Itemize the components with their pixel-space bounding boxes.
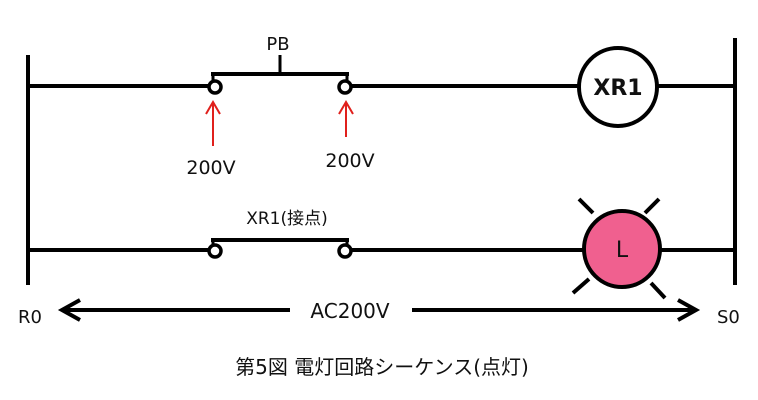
- xr1-contact: [207, 238, 353, 259]
- pb-terminal-right: [337, 79, 353, 95]
- xr1-coil: [577, 46, 659, 128]
- pushbutton-pb: [207, 55, 353, 95]
- xr1-contact-terminal-left: [207, 243, 223, 259]
- voltage-label-left: 200V: [186, 157, 235, 179]
- ac-voltage-label: AC200V: [310, 299, 389, 323]
- pb-terminal-left: [207, 79, 223, 95]
- xr1-contact-terminal-right: [337, 243, 353, 259]
- measurement-arrow-left: [205, 100, 221, 146]
- ac-voltage-arrow: [57, 298, 701, 322]
- voltage-label-right: 200V: [325, 150, 374, 172]
- lamp-rays: [571, 197, 667, 300]
- xr1-contact-label: XR1(接点): [246, 209, 328, 229]
- figure-caption: 第5図 電灯回路シーケンス(点灯): [235, 355, 529, 379]
- s0-label: S0: [717, 307, 740, 328]
- lamp-label: L: [616, 238, 629, 263]
- lamp-l: [582, 209, 662, 289]
- r0-label: R0: [18, 307, 42, 328]
- xr1-coil-label: XR1: [593, 76, 642, 101]
- measurement-arrow-right: [338, 100, 354, 137]
- pb-label: PB: [266, 34, 289, 55]
